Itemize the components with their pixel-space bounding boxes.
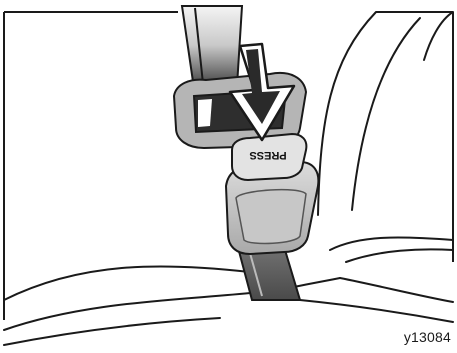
seat-outline xyxy=(318,12,453,262)
press-button: PRESS xyxy=(232,134,306,180)
figure-code: y13084 xyxy=(404,329,451,345)
cushion-outline xyxy=(4,266,453,345)
press-button-label: PRESS xyxy=(249,149,286,161)
